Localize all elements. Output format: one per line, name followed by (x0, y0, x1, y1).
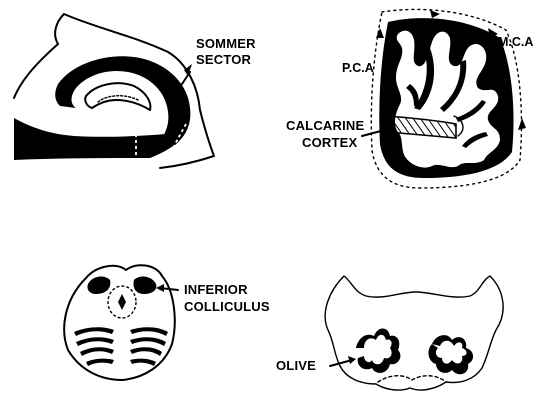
mca-arrow-right-lower (518, 118, 526, 130)
olive-right (429, 335, 474, 374)
pyramid-dashed (378, 376, 446, 382)
mca-arrow-top (430, 10, 440, 18)
dentate-curl (85, 83, 150, 110)
sommer-label-line2: SECTOR (196, 52, 252, 67)
medulla-outline (325, 276, 503, 390)
inferior-label-line1: INFERIOR (184, 282, 248, 297)
calcarine-label-line2: CORTEX (302, 135, 358, 150)
midbrain-outline (64, 265, 175, 380)
pca-label: P.C.A (342, 61, 374, 75)
sommer-arrowhead (184, 64, 192, 76)
hippocampus-floor-shading (14, 118, 186, 160)
olive-label: OLIVE (276, 358, 316, 373)
mca-label: M.C.A (498, 35, 533, 49)
hemisphere-white-gyri (395, 31, 500, 168)
ammons-horn-band (55, 56, 190, 150)
calcarine-label-line1: CALCARINE (286, 118, 364, 133)
olive-left (356, 329, 400, 373)
hippocampus-panel: SOMMER SECTOR (14, 14, 256, 168)
olive-arrowhead (348, 356, 356, 364)
pca-arrow-left (376, 28, 384, 38)
olive-pointer (330, 360, 352, 366)
inferior-label-line2: COLLICULUS (184, 299, 270, 314)
medulla-panel: OLIVE (276, 276, 503, 390)
hemisphere-panel: P.C.A M.C.A CALCARINE CORTEX (286, 9, 533, 188)
sommer-label-line1: SOMMER (196, 36, 256, 51)
midbrain-panel: INFERIOR COLLICULUS (64, 265, 270, 380)
